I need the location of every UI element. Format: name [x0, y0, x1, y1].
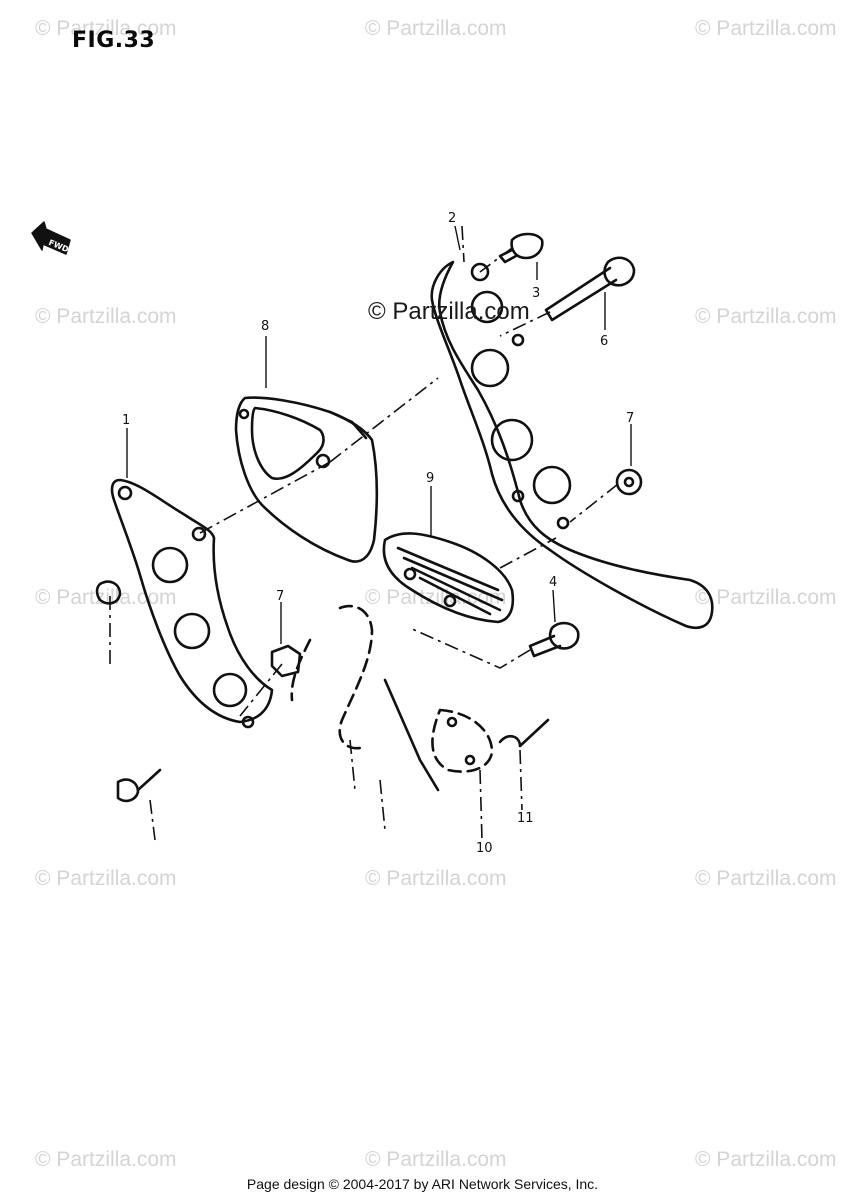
leader-line	[239, 663, 283, 717]
leader-line	[569, 483, 619, 523]
leader-line	[479, 247, 513, 273]
bolt-lower-shaft	[136, 768, 162, 792]
leader-line	[454, 225, 461, 251]
part-7-nut	[615, 468, 643, 496]
part-11-pin	[498, 718, 550, 748]
watermark: © Partzilla.com	[35, 305, 177, 328]
leader-line	[149, 799, 156, 841]
part-2-bracket	[430, 260, 714, 630]
part-3-bolt	[498, 232, 544, 264]
leader-line	[499, 311, 551, 337]
part-7-nut-left	[270, 644, 302, 678]
callout-10: 10	[476, 841, 493, 856]
hole	[446, 716, 458, 728]
leader-line	[552, 589, 556, 623]
callout-4: 4	[549, 575, 557, 590]
part-10-plate	[290, 604, 494, 773]
callout-11: 11	[517, 811, 534, 826]
watermark: © Partzilla.com	[695, 17, 837, 40]
figure-title: FIG.33	[72, 28, 156, 53]
part-4-bolt	[528, 621, 580, 658]
callout-6: 6	[600, 334, 608, 349]
part-1-bracket	[110, 478, 274, 729]
callout-2: 2	[448, 211, 456, 226]
watermark: © Partzilla.com	[35, 17, 177, 40]
watermark: © Partzilla.com	[365, 17, 507, 40]
page-footer: Page design © 2004-2017 by ARI Network S…	[246, 1176, 599, 1192]
bolt-left	[95, 580, 122, 605]
leader-line	[199, 461, 331, 534]
watermark: © Partzilla.com	[695, 867, 837, 890]
part-7-nut-hole	[623, 476, 635, 488]
leader-line	[519, 749, 523, 811]
callout-7-left: 7	[276, 589, 284, 604]
leader-line	[409, 627, 531, 669]
leader-line	[499, 537, 557, 569]
callout-7: 7	[626, 411, 634, 426]
leader-line	[329, 377, 439, 463]
watermark: © Partzilla.com	[695, 1148, 837, 1171]
watermark: © Partzilla.com	[365, 867, 507, 890]
part-9-footpeg	[382, 532, 515, 624]
watermark: © Partzilla.com	[365, 1148, 507, 1171]
callout-8: 8	[261, 319, 269, 334]
watermark: © Partzilla.com	[695, 305, 837, 328]
center-watermark: © Partzilla.com	[368, 298, 530, 325]
callout-1: 1	[122, 413, 130, 428]
hole	[464, 754, 476, 766]
leader-line	[479, 769, 483, 841]
callout-3: 3	[532, 286, 540, 301]
leader-line	[383, 678, 440, 792]
fwd-arrow-icon: FWD	[31, 221, 71, 255]
watermark: © Partzilla.com	[695, 586, 837, 609]
callout-9: 9	[426, 471, 434, 486]
leader-line	[349, 739, 356, 791]
watermark: © Partzilla.com	[35, 867, 177, 890]
part-6-bolt	[544, 256, 636, 322]
leader-line	[461, 225, 465, 263]
bolt-lower	[116, 778, 140, 803]
leader-line	[379, 779, 386, 831]
part-8-plate	[234, 396, 379, 563]
watermark: © Partzilla.com	[35, 1148, 177, 1171]
watermark: © Partzilla.com	[35, 586, 177, 609]
